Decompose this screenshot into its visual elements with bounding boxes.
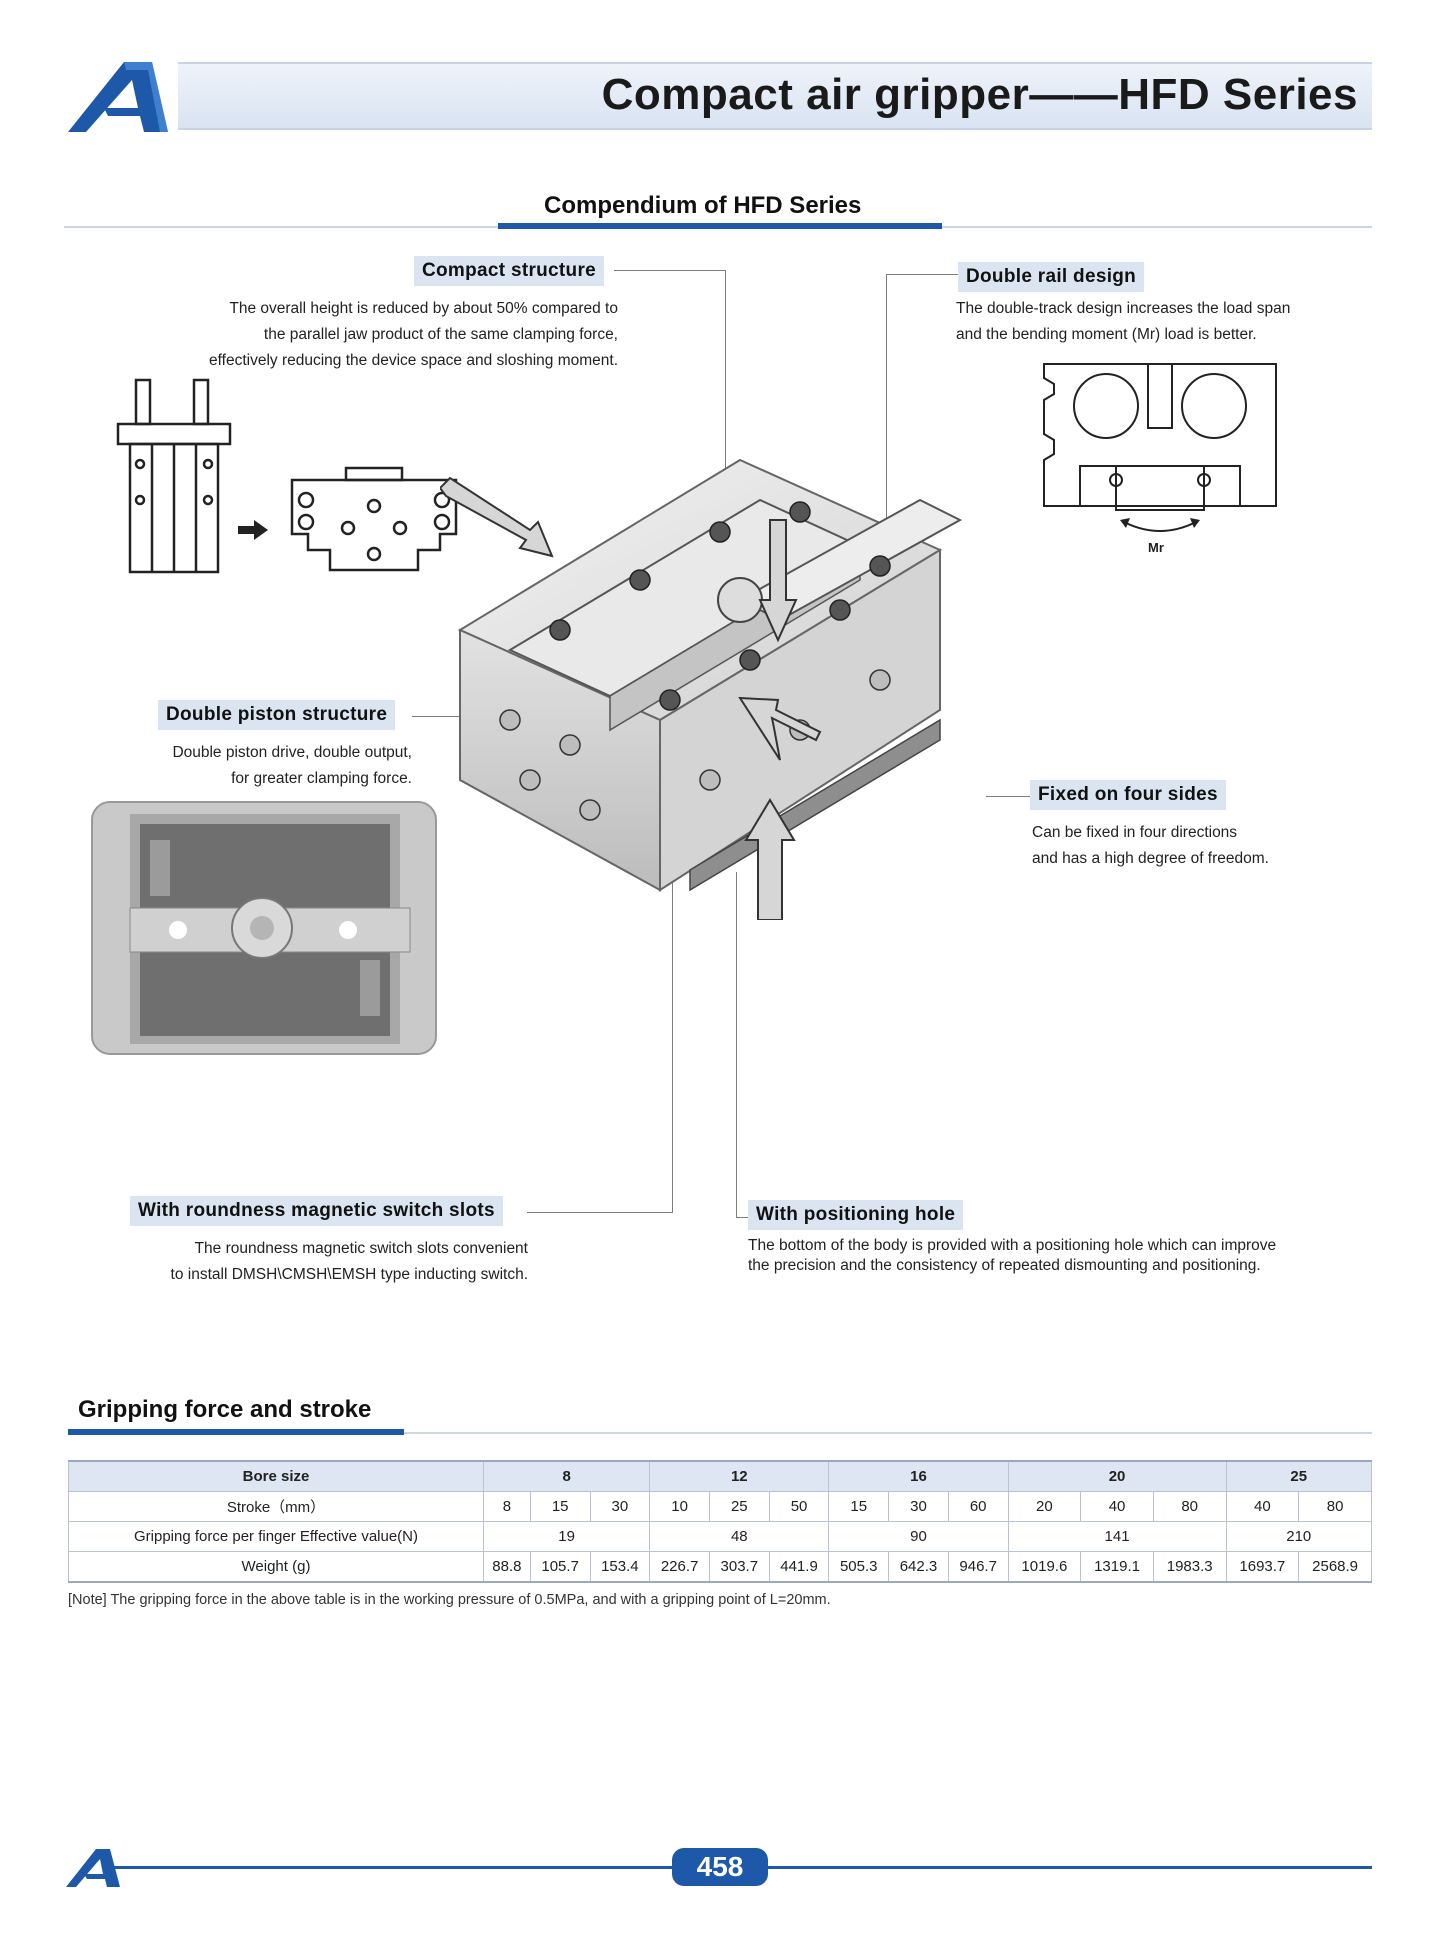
weight-label: Weight (g) — [68, 1551, 484, 1583]
stroke-cell: 20 — [1007, 1491, 1082, 1522]
bore-size-header: Bore size — [68, 1460, 484, 1492]
bore-cell: 12 — [649, 1460, 830, 1492]
leader-line — [736, 872, 737, 1218]
bore-cell: 25 — [1225, 1460, 1373, 1492]
leader-line — [725, 270, 726, 488]
gripping-note: [Note] The gripping force in the above t… — [68, 1592, 831, 1608]
callout-double-piston-label: Double piston structure — [158, 700, 396, 730]
page-title: Compact air gripper——HFD Series — [601, 70, 1358, 119]
weight-cell: 1319.1 — [1080, 1551, 1154, 1583]
callout-double-piston-text: Double piston drive, double output, for … — [172, 744, 412, 787]
leader-line — [886, 274, 887, 572]
callout-double-rail-label: Double rail design — [958, 262, 1145, 292]
stroke-cell: 50 — [768, 1491, 830, 1522]
leader-line — [527, 1212, 673, 1213]
stroke-cell: 30 — [888, 1491, 949, 1522]
force-cell: 210 — [1225, 1521, 1373, 1552]
stroke-cell: 30 — [589, 1491, 651, 1522]
bore-cell: 20 — [1007, 1460, 1227, 1492]
double-piston-cutaway-illustration — [90, 800, 438, 1056]
right-arrow-icon — [238, 520, 268, 540]
gripping-spec-table: Bore size 8 12 16 20 25 Stroke（mm） 8 15 … — [68, 1460, 1373, 1583]
stroke-cell: 8 — [483, 1491, 531, 1522]
leader-line — [672, 880, 673, 1213]
force-label: Gripping force per finger Effective valu… — [68, 1521, 484, 1552]
weight-cell: 105.7 — [529, 1551, 591, 1583]
callout-compact-structure-text: The overall height is reduced by about 5… — [209, 300, 618, 369]
stroke-cell: 15 — [529, 1491, 591, 1522]
force-cell: 90 — [828, 1521, 1009, 1552]
footer-logo-icon — [64, 1848, 122, 1888]
stroke-cell: 60 — [947, 1491, 1009, 1522]
stroke-cell: 10 — [649, 1491, 710, 1522]
callout-compact-structure-label: Compact structure — [414, 256, 605, 286]
force-cell: 19 — [482, 1521, 651, 1552]
brand-logo-icon — [64, 60, 174, 134]
gripping-title: Gripping force and stroke — [78, 1396, 372, 1423]
weight-cell: 505.3 — [828, 1551, 890, 1583]
callout-positioning-hole-text: The bottom of the body is provided with … — [748, 1237, 1277, 1274]
page-number: 458 — [672, 1848, 768, 1886]
header-bar — [178, 62, 1372, 130]
bore-cell: 16 — [828, 1460, 1009, 1492]
weight-cell: 226.7 — [649, 1551, 710, 1583]
weight-cell: 1019.6 — [1007, 1551, 1082, 1583]
leader-line — [986, 796, 1030, 797]
bore-cell: 8 — [482, 1460, 651, 1492]
callout-positioning-hole-label: With positioning hole — [748, 1200, 964, 1230]
hfd-compact-illustration — [290, 466, 458, 574]
hfd-gripper-main-illustration — [438, 400, 980, 921]
stroke-cell: 15 — [828, 1491, 890, 1522]
stroke-cell: 40 — [1080, 1491, 1154, 1522]
weight-cell: 303.7 — [708, 1551, 770, 1583]
stroke-label: Stroke（mm） — [68, 1491, 484, 1522]
weight-cell: 153.4 — [589, 1551, 651, 1583]
table-row: Stroke（mm） 8 15 30 10 25 50 15 30 60 20 … — [68, 1491, 1372, 1522]
gripping-rule-accent — [68, 1429, 404, 1435]
weight-cell: 88.8 — [483, 1551, 531, 1583]
stroke-cell: 80 — [1152, 1491, 1227, 1522]
table-row: Weight (g) 88.8 105.7 153.4 226.7 303.7 … — [68, 1551, 1372, 1583]
gripping-rule — [68, 1432, 1372, 1434]
force-cell: 48 — [649, 1521, 830, 1552]
leader-line — [614, 270, 726, 271]
stroke-cell: 40 — [1225, 1491, 1300, 1522]
callout-double-rail-text: The double-track design increases the lo… — [956, 300, 1291, 343]
weight-cell: 1693.7 — [1225, 1551, 1300, 1583]
stroke-cell: 80 — [1298, 1491, 1372, 1522]
weight-cell: 441.9 — [768, 1551, 830, 1583]
force-cell: 141 — [1007, 1521, 1227, 1552]
stroke-cell: 25 — [708, 1491, 770, 1522]
callout-switch-slots-label: With roundness magnetic switch slots — [130, 1196, 503, 1226]
weight-cell: 2568.9 — [1298, 1551, 1372, 1583]
table-row: Bore size 8 12 16 20 25 — [68, 1460, 1373, 1492]
double-rail-section-illustration — [1040, 360, 1280, 560]
table-row: Gripping force per finger Effective valu… — [68, 1521, 1373, 1552]
callout-four-sides-label: Fixed on four sides — [1030, 780, 1226, 810]
weight-cell: 642.3 — [888, 1551, 949, 1583]
callout-four-sides-text: Can be fixed in four directions and has … — [1032, 824, 1269, 867]
weight-cell: 1983.3 — [1152, 1551, 1227, 1583]
parallel-gripper-illustration — [112, 378, 236, 576]
mr-label: Mr — [1148, 540, 1164, 555]
leader-line — [886, 274, 958, 275]
weight-cell: 946.7 — [947, 1551, 1009, 1583]
compendium-title: Compendium of HFD Series — [544, 192, 862, 219]
compendium-rule-accent — [498, 223, 942, 229]
leader-line — [736, 1217, 750, 1218]
callout-switch-slots-text: The roundness magnetic switch slots conv… — [170, 1240, 528, 1283]
